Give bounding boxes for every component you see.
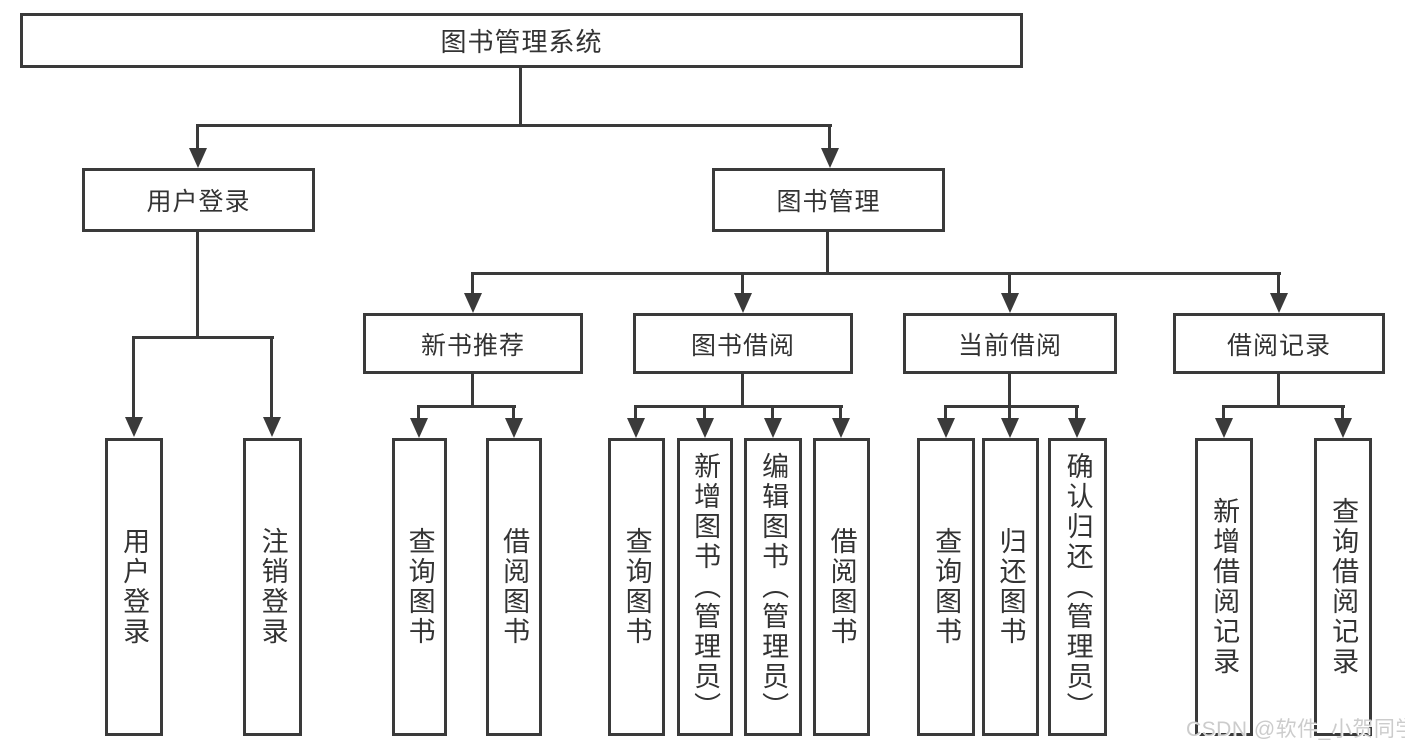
- node-label: 图书管理系统: [440, 27, 603, 57]
- connector-line: [512, 405, 515, 421]
- leaf-add-books-admin: 新增图书（管理员）: [677, 438, 733, 736]
- connector-line: [703, 405, 706, 421]
- node-book-management: 图书管理: [712, 168, 945, 232]
- connector-line: [196, 124, 199, 152]
- connector-line: [1277, 272, 1280, 296]
- connector-line: [1277, 372, 1280, 408]
- leaf-label: 借阅图书: [499, 527, 530, 647]
- leaf-add-borrow-record: 新增借阅记录: [1195, 438, 1253, 736]
- connector-line: [196, 230, 199, 338]
- node-library-management-system: 图书管理系统: [20, 13, 1023, 68]
- connector-line: [1222, 405, 1345, 408]
- node-book-borrowing: 图书借阅: [633, 313, 853, 374]
- arrow-down-icon: [464, 293, 482, 313]
- node-label: 用户登录: [146, 188, 251, 216]
- leaf-label: 查询图书: [931, 527, 962, 647]
- leaf-query-borrow-record: 查询借阅记录: [1314, 438, 1372, 736]
- leaf-label: 注销登录: [257, 527, 288, 647]
- node-label: 借阅记录: [1226, 331, 1331, 360]
- connector-line: [771, 405, 774, 421]
- connector-line: [417, 405, 516, 408]
- leaf-label: 确认归还（管理员）: [1062, 452, 1093, 722]
- node-new-book-recommendation: 新书推荐: [363, 313, 583, 374]
- connector-line: [471, 372, 474, 408]
- arrow-down-icon: [189, 148, 207, 168]
- leaf-return-books: 归还图书: [982, 438, 1039, 736]
- arrow-down-icon: [263, 417, 281, 437]
- connector-line: [1222, 405, 1225, 421]
- connector-line: [828, 124, 831, 152]
- arrow-down-icon: [1001, 418, 1019, 438]
- leaf-query-books-current: 查询图书: [917, 438, 975, 736]
- connector-line: [1008, 272, 1011, 296]
- connector-line: [1008, 372, 1011, 408]
- node-user-login: 用户登录: [82, 168, 315, 232]
- watermark-csdn: CSDN @软件_小贺同学: [1186, 718, 1405, 741]
- arrow-down-icon: [627, 418, 645, 438]
- leaf-label: 新增图书（管理员）: [690, 452, 721, 722]
- connector-line: [270, 336, 273, 419]
- leaf-query-books-recommend: 查询图书: [392, 438, 447, 736]
- connector-line: [519, 66, 522, 126]
- leaf-label: 查询图书: [404, 527, 435, 647]
- node-label: 新书推荐: [420, 331, 525, 360]
- connector-line: [634, 405, 843, 408]
- arrow-down-icon: [125, 417, 143, 437]
- leaf-confirm-return-admin: 确认归还（管理员）: [1048, 438, 1107, 736]
- arrow-down-icon: [832, 418, 850, 438]
- leaf-label: 用户登录: [119, 527, 150, 647]
- leaf-query-books-borrowing: 查询图书: [608, 438, 665, 736]
- connector-line: [471, 272, 474, 296]
- leaf-label: 借阅图书: [826, 527, 857, 647]
- node-label: 图书借阅: [690, 331, 795, 360]
- connector-line: [826, 230, 829, 275]
- connector-line: [839, 405, 842, 421]
- arrow-down-icon: [1001, 293, 1019, 313]
- node-borrowing-records: 借阅记录: [1173, 313, 1385, 374]
- arrow-down-icon: [821, 148, 839, 168]
- connector-line: [132, 336, 274, 339]
- connector-line: [634, 405, 637, 421]
- leaf-label: 查询借阅记录: [1328, 497, 1359, 677]
- connector-line: [196, 124, 832, 127]
- arrow-down-icon: [1068, 418, 1086, 438]
- leaf-logout: 注销登录: [243, 438, 302, 736]
- arrow-down-icon: [1334, 418, 1352, 438]
- arrow-down-icon: [1270, 293, 1288, 313]
- leaf-borrow-books-borrowing: 借阅图书: [813, 438, 870, 736]
- connector-line: [1075, 405, 1078, 421]
- connector-line: [741, 272, 744, 296]
- connector-line: [1008, 405, 1011, 421]
- node-label: 当前借阅: [957, 331, 1062, 360]
- node-label: 图书管理: [776, 188, 881, 216]
- connector-line: [944, 405, 947, 421]
- leaf-user-login: 用户登录: [105, 438, 163, 736]
- leaf-label: 编辑图书（管理员）: [758, 452, 789, 722]
- leaf-label: 查询图书: [621, 527, 652, 647]
- connector-line: [132, 336, 135, 419]
- connector-line: [944, 405, 1079, 408]
- connector-line: [741, 372, 744, 408]
- connector-line: [1341, 405, 1344, 421]
- arrow-down-icon: [937, 418, 955, 438]
- arrow-down-icon: [410, 418, 428, 438]
- arrow-down-icon: [1215, 418, 1233, 438]
- arrow-down-icon: [734, 293, 752, 313]
- leaf-edit-books-admin: 编辑图书（管理员）: [744, 438, 802, 736]
- connector-line: [417, 405, 420, 421]
- connector-line: [471, 272, 1281, 275]
- leaf-borrow-books-recommend: 借阅图书: [486, 438, 542, 736]
- leaf-label: 归还图书: [995, 527, 1026, 647]
- leaf-label: 新增借阅记录: [1209, 497, 1240, 677]
- arrow-down-icon: [764, 418, 782, 438]
- node-current-borrowing: 当前借阅: [903, 313, 1117, 374]
- arrow-down-icon: [696, 418, 714, 438]
- arrow-down-icon: [505, 418, 523, 438]
